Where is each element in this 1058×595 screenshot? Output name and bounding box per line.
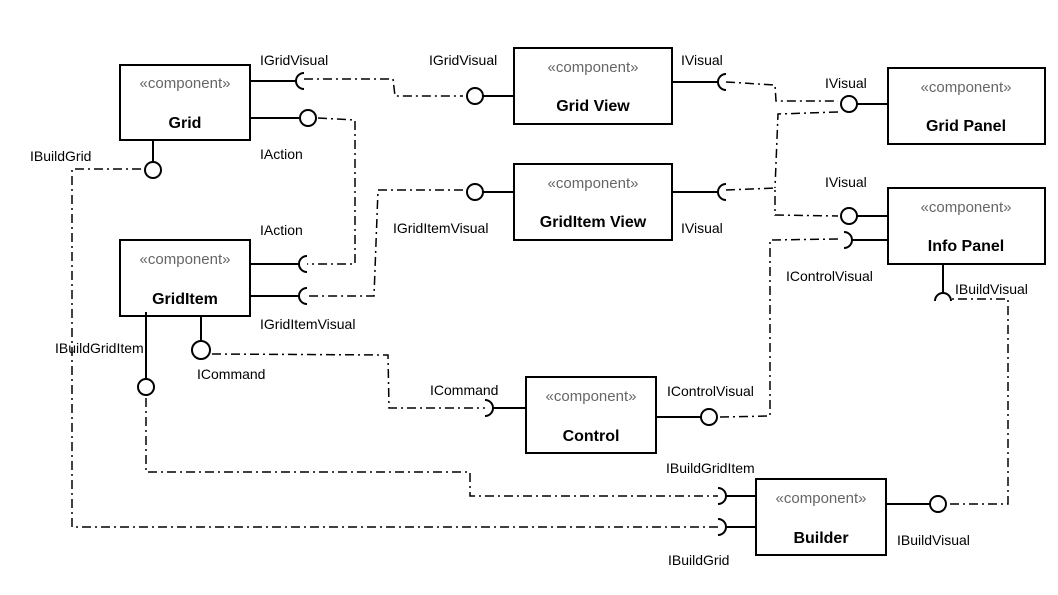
component-grid-panel[interactable]: «component» Grid Panel: [887, 67, 1046, 145]
dep-gridpanel-to-griditemview: [774, 111, 839, 189]
interface-label: IBuildGridItem: [666, 460, 755, 476]
interface-label: IVisual: [825, 174, 867, 190]
component-info-panel[interactable]: «component» Info Panel: [887, 187, 1046, 265]
component-name: Grid: [169, 115, 202, 132]
dependency-lines: [71, 78, 1009, 528]
stereotype-label: «component»: [776, 490, 867, 507]
interface-label: IVisual: [825, 75, 867, 91]
provided-interface-icon: [299, 109, 317, 127]
required-interface-icon: [843, 231, 853, 249]
interface-label: IAction: [260, 146, 303, 162]
provided-interfaces: [137, 87, 947, 513]
dep-gridview-to-gridpanel: [725, 81, 838, 102]
interface-label: IControlVisual: [786, 268, 873, 284]
stereotype-label: «component»: [921, 199, 1012, 216]
interface-label: IControlVisual: [667, 383, 754, 399]
stereotype-label: «component»: [140, 75, 231, 92]
required-interface-icon: [295, 72, 305, 90]
dep-griditemview-to-infopanel: [725, 187, 839, 217]
interface-label: IGridItemVisual: [260, 316, 355, 332]
interface-label: IGridItemVisual: [393, 220, 488, 236]
interface-label: IVisual: [681, 52, 723, 68]
component-grid-view[interactable]: «component» Grid View: [513, 47, 673, 125]
stereotype-label: «component»: [548, 175, 639, 192]
dep-griditemview-to-griditem: [307, 189, 463, 297]
interface-label: IVisual: [681, 220, 723, 236]
provided-interface-icon: [929, 495, 947, 513]
stereotype-label: «component»: [548, 59, 639, 76]
provided-interface-icon: [466, 87, 484, 105]
stereotype-label: «component»: [921, 79, 1012, 96]
component-griditem[interactable]: «component» GridItem: [119, 239, 251, 317]
provided-interface-icon: [191, 340, 211, 360]
interface-label: IBuildGrid: [30, 148, 91, 164]
required-interface-icon: [717, 518, 727, 536]
interface-label: IBuildGrid: [668, 552, 729, 568]
provided-interface-icon: [137, 378, 155, 396]
interface-label: IGridVisual: [429, 52, 497, 68]
provided-interface-icon: [466, 183, 484, 201]
interface-label: IBuildGridItem: [55, 340, 144, 356]
interface-label: ICommand: [430, 382, 498, 398]
interface-label: IGridVisual: [260, 52, 328, 68]
component-name: Builder: [793, 530, 848, 547]
provided-interface-icon: [840, 95, 858, 113]
component-name: Grid View: [556, 98, 630, 115]
required-interface-icon: [934, 292, 952, 302]
dep-control-to-infopanel: [719, 238, 839, 418]
provided-interface-icon: [840, 207, 858, 225]
interface-label: ICommand: [197, 366, 265, 382]
component-name: Control: [563, 428, 620, 445]
required-interface-icon: [717, 183, 727, 201]
required-interface-icon: [717, 73, 727, 91]
interface-label: IBuildVisual: [897, 532, 970, 548]
component-griditem-view[interactable]: «component» GridItem View: [513, 163, 673, 241]
component-builder[interactable]: «component» Builder: [755, 478, 887, 556]
provided-interface-icon: [700, 408, 718, 426]
interface-label: IBuildVisual: [955, 281, 1028, 297]
component-name: GridItem: [152, 291, 218, 308]
dep-builder-to-infopanel: [950, 298, 1009, 505]
dep-grid-iaction-to-griditem: [307, 117, 356, 265]
component-name: GridItem View: [540, 214, 647, 231]
component-name: Grid Panel: [926, 118, 1006, 135]
dep-grid-to-gridview: [304, 78, 463, 97]
interface-labels: IGridVisual IGridVisual IVisual IVisual …: [30, 52, 1028, 568]
required-interface-icon: [484, 399, 494, 417]
required-interface-icon: [298, 255, 308, 273]
stereotype-label: «component»: [546, 388, 637, 405]
required-interface-icon: [298, 287, 308, 305]
component-control[interactable]: «component» Control: [525, 376, 657, 454]
required-interface-icon: [717, 487, 727, 505]
stereotype-label: «component»: [140, 251, 231, 268]
interface-label: IAction: [260, 222, 303, 238]
required-interfaces: [250, 72, 952, 536]
provided-interface-icon: [144, 161, 162, 179]
component-grid[interactable]: «component» Grid: [119, 64, 251, 141]
dep-builder-to-grid: [71, 168, 718, 528]
component-name: Info Panel: [928, 238, 1004, 255]
